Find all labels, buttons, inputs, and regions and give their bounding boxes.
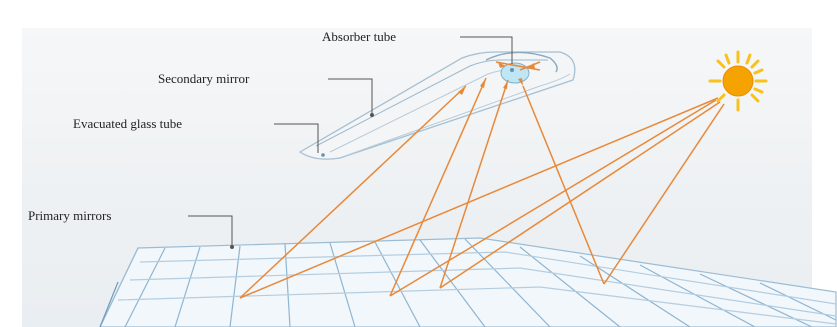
sun-icon [708, 50, 768, 112]
ray-sun-to-mirror-1 [239, 97, 719, 299]
evacuated-glass-tube-label: Evacuated glass tube [73, 116, 183, 131]
leader-primary-mirrors [188, 215, 233, 246]
leader-absorber-tube [460, 36, 513, 64]
receiver-assembly [298, 51, 576, 160]
ray-secondary-reflection-2 [519, 61, 541, 71]
ray-arrowheads [458, 62, 535, 95]
ray-sun-to-mirror-4 [603, 103, 725, 285]
secondary-mirror-label: Secondary mirror [158, 71, 250, 86]
ray-sun-to-mirror-3 [439, 101, 721, 289]
secondary-mirror [485, 51, 558, 73]
ray-mirror-3-to-receiver [439, 79, 509, 289]
leader-secondary-mirror [328, 78, 373, 114]
ray-mirror-2-to-receiver [389, 77, 487, 297]
ray-mirror-4-to-receiver [522, 85, 605, 285]
primary-mirror-field [99, 237, 837, 327]
primary-mirrors-label: Primary mirrors [28, 208, 112, 223]
light-rays [239, 61, 725, 299]
leader-evacuated-glass-tube [274, 123, 319, 153]
ray-sun-to-mirror-2 [389, 99, 717, 297]
absorber-tube-label: Absorber tube [322, 29, 397, 44]
leader-lines [188, 36, 513, 246]
ray-mirror-1-to-receiver [239, 85, 467, 299]
